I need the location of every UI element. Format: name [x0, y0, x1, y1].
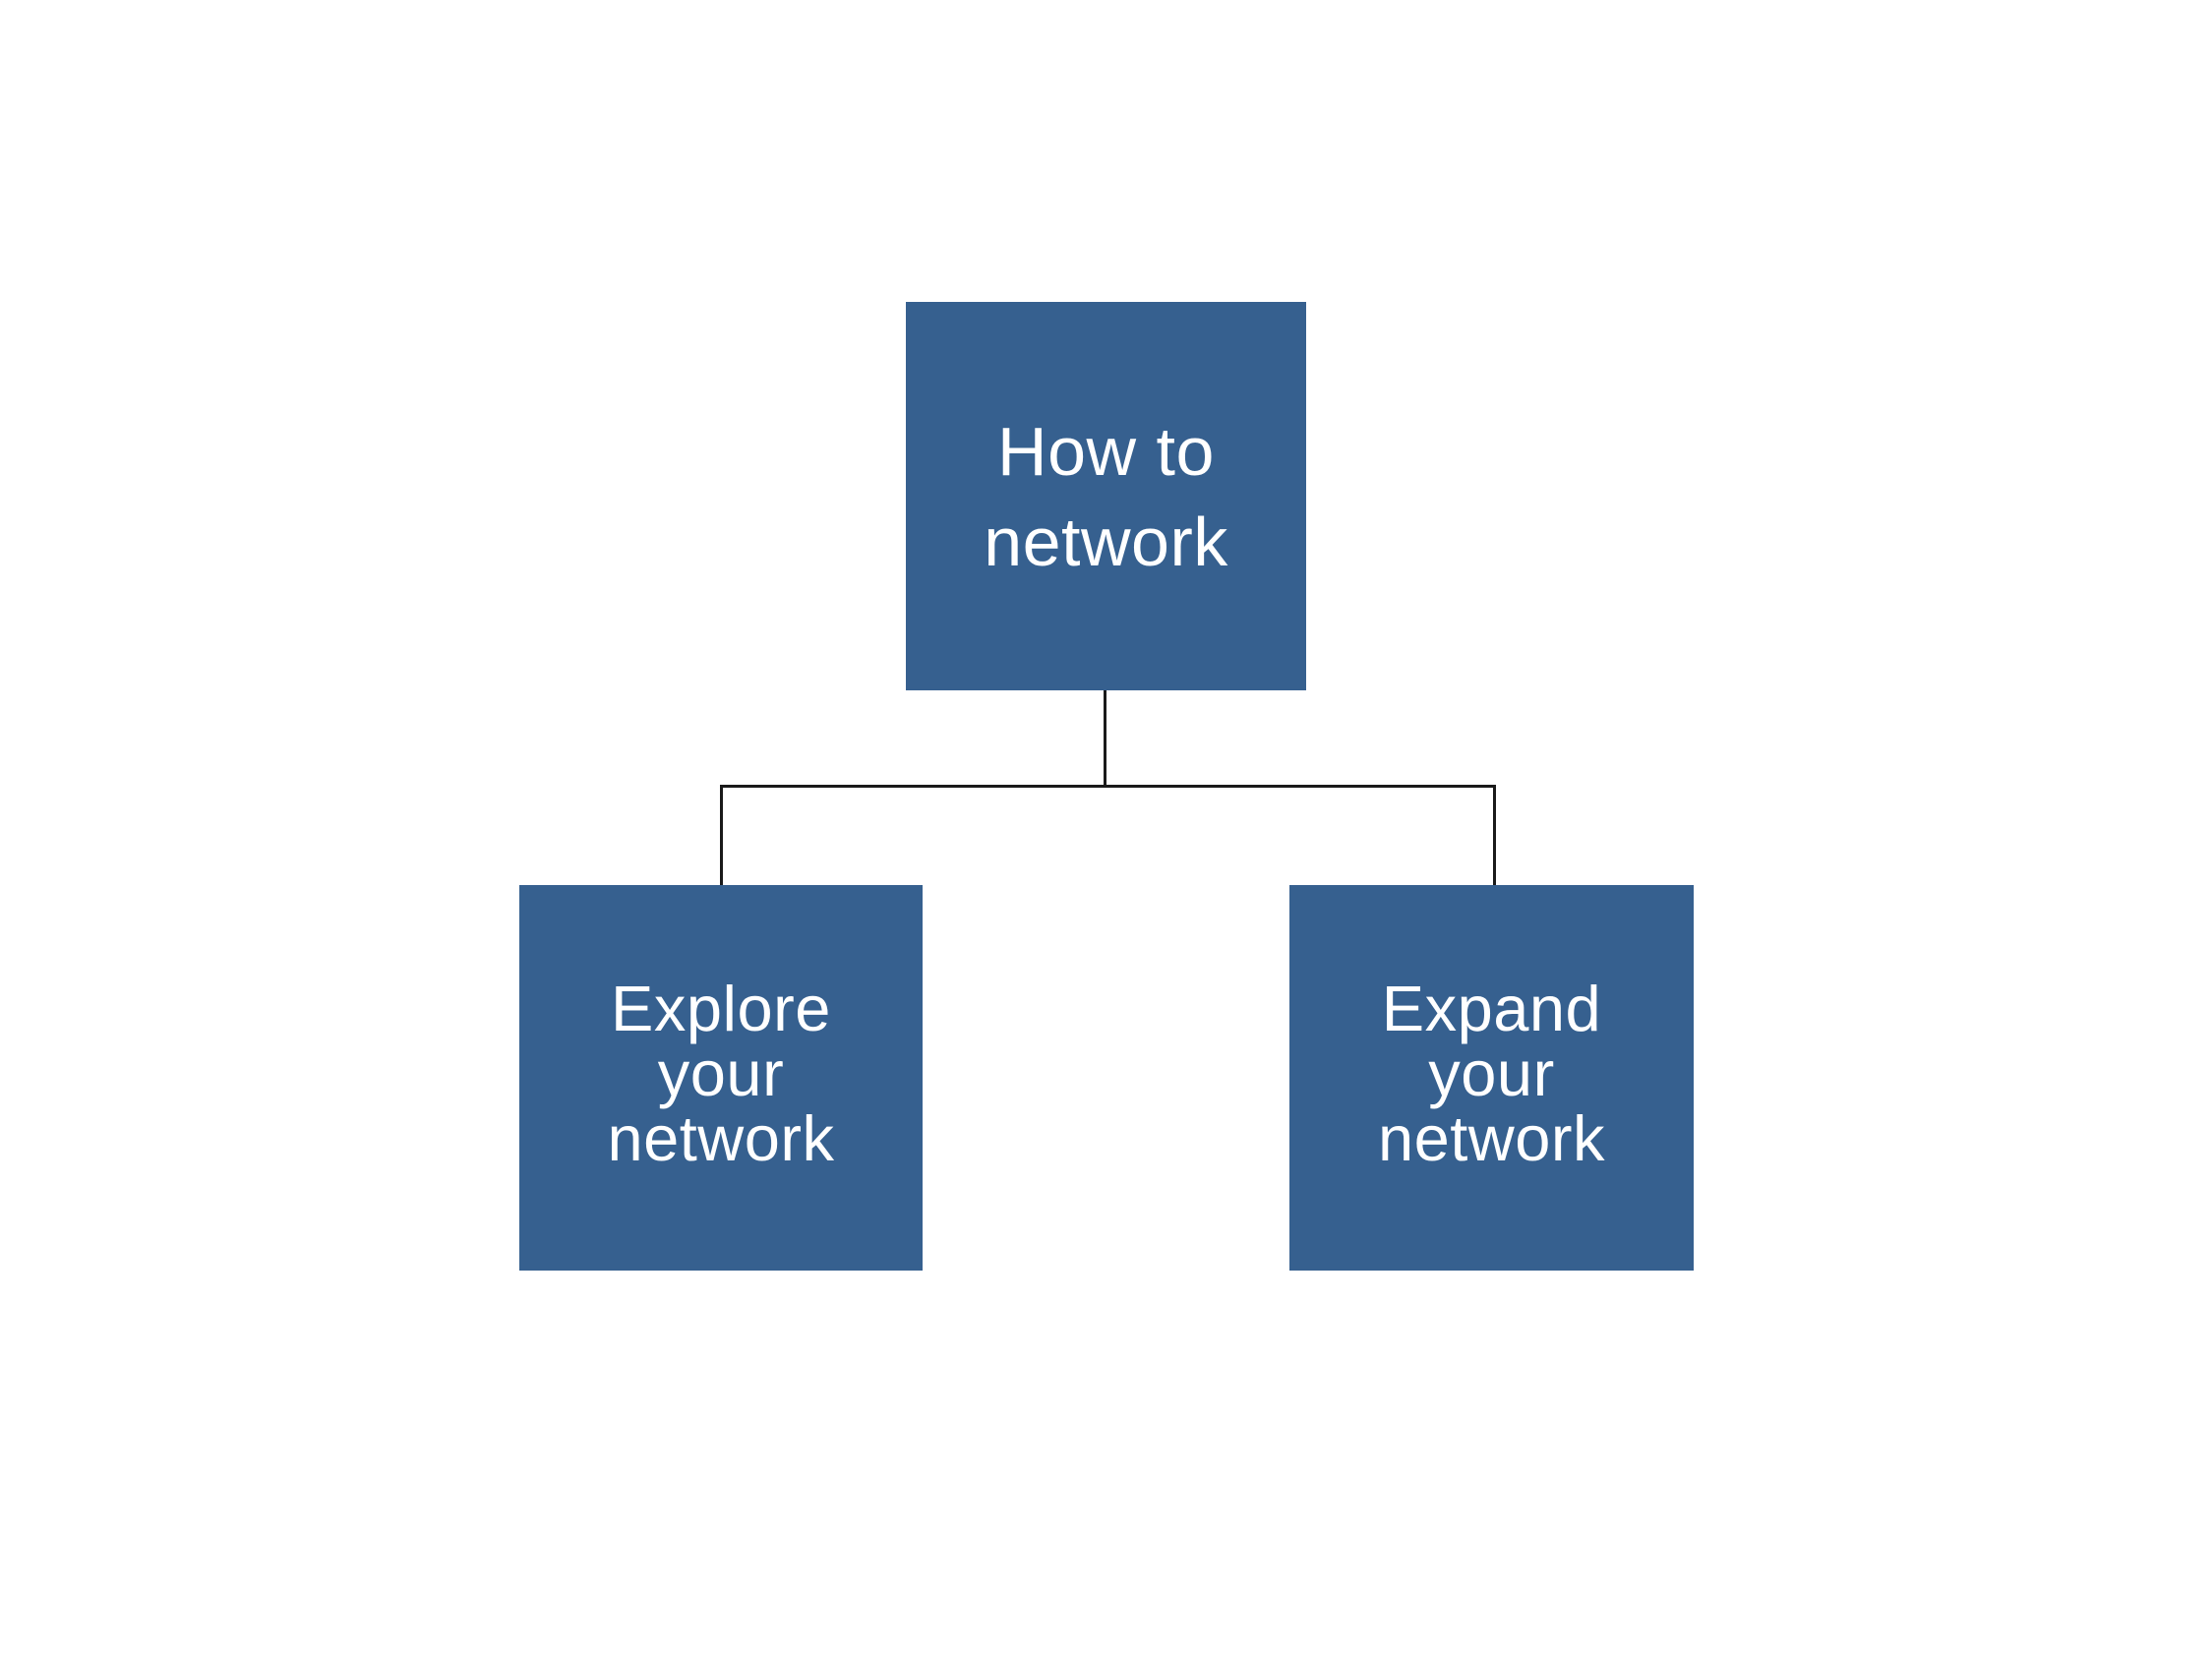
node-explore-your-network-label: Explore your network — [607, 973, 835, 1174]
node-how-to-network-label: How to network — [984, 412, 1228, 580]
connector-left-branch — [720, 785, 723, 886]
node-explore-your-network[interactable]: Explore your network — [519, 885, 923, 1271]
connector-horizontal-bus — [720, 785, 1496, 788]
node-expand-your-network[interactable]: Expand your network — [1289, 885, 1694, 1271]
connector-right-branch — [1493, 785, 1496, 886]
node-expand-your-network-label: Expand your network — [1377, 973, 1606, 1174]
node-how-to-network[interactable]: How to network — [906, 302, 1306, 690]
connector-root-stem — [1104, 690, 1106, 788]
